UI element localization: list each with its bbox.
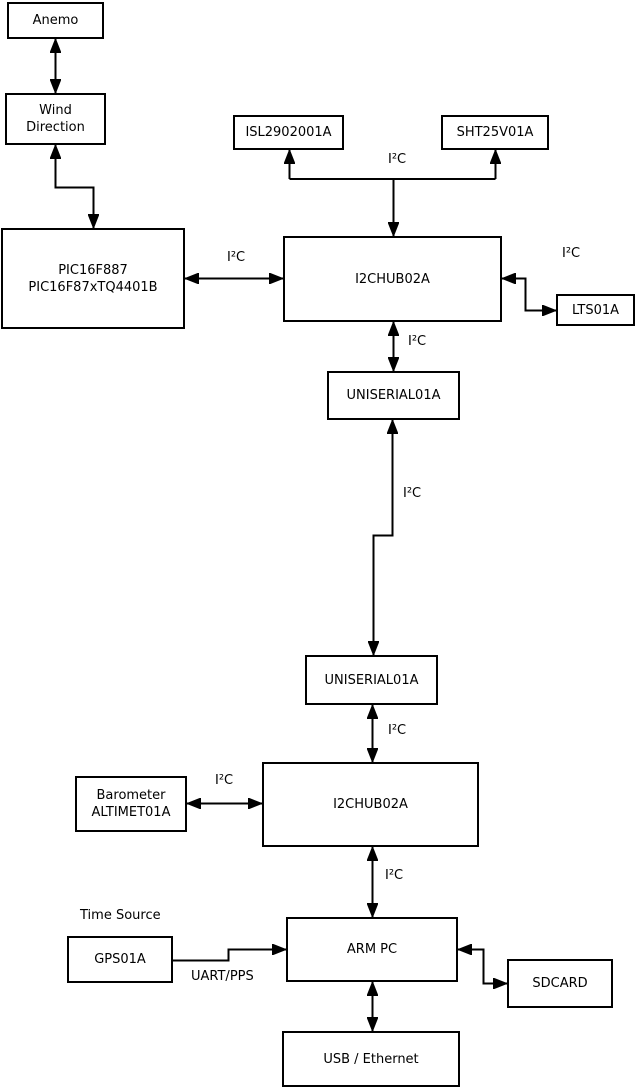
box-sdcard: SDCARD [507,959,613,1008]
connector-uniserial1-uniserial2 [374,420,393,655]
box-lts01a: LTS01A [556,294,635,326]
box-uniserial01a-lower: UNISERIAL01A [305,655,438,705]
box-isl2902001a: ISL2902001A [233,115,344,150]
label-i2c-i2chub1-lts: I²C [562,246,581,261]
box-arm-pc: ARM PC [286,917,458,982]
box-i2chub02a-upper: I2CHUB02A [283,236,502,322]
box-pic16f887: PIC16F887 PIC16F87xTQ4401B [1,228,185,329]
connector-armpc-sdcard [458,950,507,984]
box-i2chub02a-lower: I2CHUB02A [262,762,479,847]
box-wind-direction: Wind Direction [5,93,106,145]
label-i2c-pic-i2chub1: I²C [227,250,246,265]
label-i2c-uniserial-link: I²C [403,486,422,501]
box-sht25v01a: SHT25V01A [441,115,549,150]
box-barometer-altimet01a: Barometer ALTIMET01A [75,776,187,832]
box-gps01a: GPS01A [67,936,173,983]
box-uniserial01a-upper: UNISERIAL01A [327,371,460,420]
label-i2c-sensor-bus: I²C [388,152,407,167]
label-i2c-i2chub1-uniserial1: I²C [408,334,427,349]
label-i2c-i2chub2-armpc: I²C [385,868,404,883]
label-i2c-barometer-i2chub2: I²C [215,773,234,788]
box-usb-ethernet: USB / Ethernet [282,1031,460,1087]
box-anemo: Anemo [7,2,104,39]
connector-i2chub1-lts [502,279,556,311]
label-uart-pps: UART/PPS [191,969,254,984]
connector-wind-pic [56,145,94,228]
label-time-source: Time Source [80,908,161,923]
connector-gps-armpc [173,950,286,962]
label-i2c-uniserial2-i2chub2: I²C [388,723,407,738]
